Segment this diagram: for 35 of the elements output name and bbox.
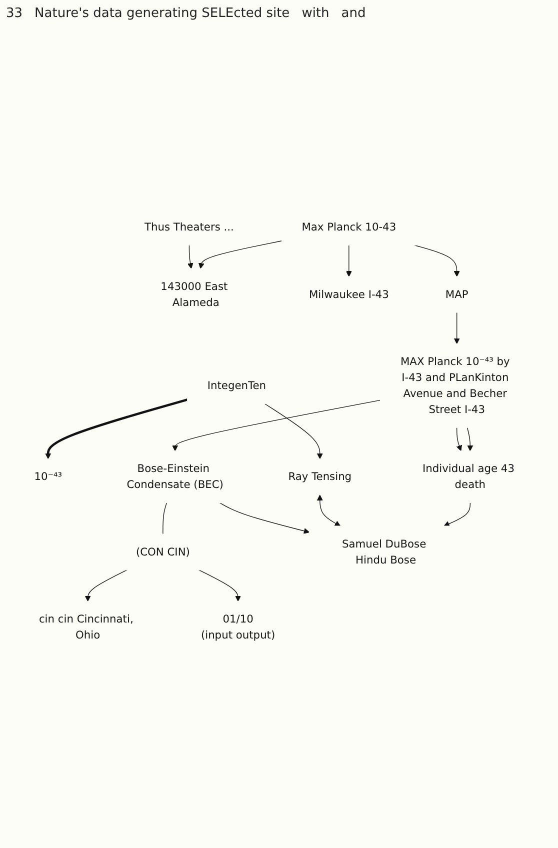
arrow: [172, 400, 381, 452]
node-text: Max Planck 10-43: [302, 220, 396, 234]
note-text: with: [302, 6, 330, 21]
node-text: IntegenTen: [207, 379, 266, 392]
arrow: [316, 495, 341, 527]
arrow: [84, 570, 128, 602]
note-text: Nature's data generating SELEcted site: [34, 6, 290, 21]
node-text: Milwaukee I-43: [308, 288, 389, 301]
node-text: MAX Planck 10⁻⁴³ by I-43 and PLanKinton Avenue and Becher Street I-43: [400, 355, 510, 416]
node-text: Thus Theaters ...: [144, 220, 234, 234]
arrow: [187, 245, 194, 270]
node-text: 01/10 (input output): [200, 612, 276, 642]
note-text: and: [341, 6, 366, 21]
arrow: [45, 398, 188, 460]
node-text: Ray Tensing: [288, 470, 352, 484]
connector: [162, 502, 168, 535]
node-text: 143000 East Alameda: [160, 280, 228, 309]
arrow: [264, 404, 323, 460]
node-text: MAP: [445, 288, 468, 301]
arrow: [219, 502, 310, 534]
arrow: [198, 570, 241, 602]
arrow: [456, 428, 462, 452]
node-text: (CON CIN): [136, 546, 190, 558]
arrow: [466, 428, 474, 452]
node-text: Bose-Einstein Condensate (BEC): [126, 462, 224, 492]
note-text: 33: [6, 6, 23, 21]
node-text: Samuel DuBose Hindu Bose: [342, 538, 426, 566]
arrow: [454, 312, 460, 344]
node-text: cin cin Cincinnati, Ohio: [38, 612, 134, 642]
node-text: Individual age 43 death: [422, 462, 514, 492]
arrow: [198, 240, 282, 270]
arrow: [346, 245, 352, 278]
arrow: [444, 502, 470, 527]
arrow: [414, 245, 460, 278]
node-text: 10⁻⁴³: [34, 470, 62, 484]
